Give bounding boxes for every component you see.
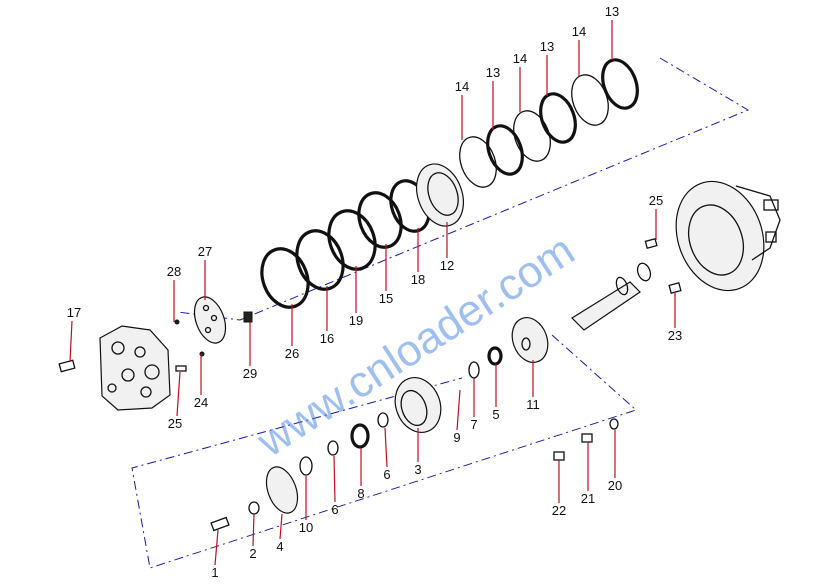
callout-leader-c17 [69,320,73,363]
part-callouts: 1314131413142527281726161915181229242523… [67,4,682,580]
cylinder-gear [394,377,442,433]
callout-leader-c6b [333,455,336,503]
callout-number-c27: 27 [198,244,212,259]
callout-number-c20: 20 [608,478,622,493]
fittings [553,418,619,461]
callout-number-c12: 12 [440,258,454,273]
callout-number-c22: 22 [552,503,566,518]
callout-number-c15: 15 [379,291,393,306]
callout-number-c17: 17 [67,305,81,320]
callout-number-c13c: 13 [486,65,500,80]
callout-number-c3: 3 [414,462,421,477]
callout-number-c25b: 25 [168,416,182,431]
callout-number-c13a: 13 [605,4,619,19]
callout-number-c14a: 14 [572,24,586,39]
output-shaft [571,262,652,331]
callout-number-c16: 16 [320,331,334,346]
hub-housing [644,180,781,294]
callout-leader-c6a [384,427,388,468]
callout-leader-c2 [252,513,255,547]
callout-number-c13b: 13 [540,39,554,54]
callout-number-c5: 5 [492,407,499,422]
callout-number-c21: 21 [581,491,595,506]
callout-number-c2: 2 [249,546,256,561]
callout-number-c6b: 6 [331,502,338,517]
retainer-plate [265,456,313,514]
callout-leader-c1 [214,529,219,566]
callout-leader-c9 [456,389,461,431]
assembly-axis-lines [131,57,750,569]
callout-number-c8: 8 [357,486,364,501]
valve-plate [174,296,253,372]
callout-number-c24: 24 [194,395,208,410]
callout-number-c9: 9 [453,430,460,445]
seal-rings [260,179,431,309]
brake-piston [416,163,464,227]
callout-number-c26: 26 [285,346,299,361]
callout-number-c6a: 6 [383,467,390,482]
thrust-plate [511,317,549,363]
friction-disc-stack [459,58,639,188]
callout-number-c4: 4 [276,539,283,554]
callout-number-c1: 1 [211,565,218,580]
pistons [210,501,260,532]
spring-and-washers [327,412,389,456]
callout-number-c7: 7 [470,417,477,432]
callout-number-c11: 11 [526,397,540,412]
callout-number-c23: 23 [668,328,682,343]
callout-number-c14c: 14 [455,79,469,94]
callout-leader-c4 [279,513,283,540]
callout-leader-c25b [176,371,181,417]
callout-number-c29: 29 [243,366,257,381]
callout-number-c10: 10 [299,520,313,535]
valve-housing [58,325,171,411]
callout-number-c19: 19 [349,313,363,328]
callout-number-c25a: 25 [649,193,663,208]
callout-number-c18: 18 [411,272,425,287]
callout-number-c28: 28 [167,264,181,279]
callout-number-c14b: 14 [513,51,527,66]
